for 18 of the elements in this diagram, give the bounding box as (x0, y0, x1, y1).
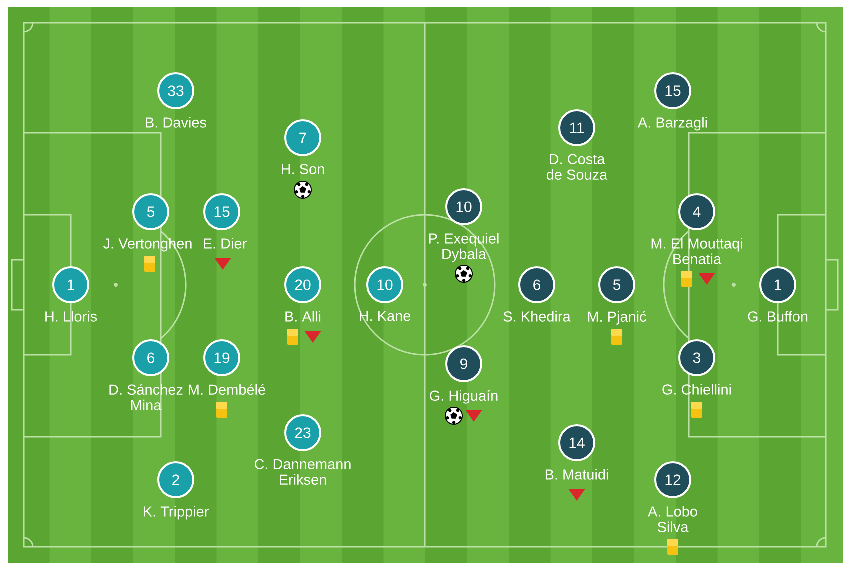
player-name: K. Trippier (144, 506, 209, 520)
player-name: B. Alli (286, 311, 321, 322)
player-name: D. Sánchez Mina (110, 384, 183, 411)
player-name: D. Costa de Souza (546, 154, 608, 180)
player-name: E. Dier (204, 238, 247, 249)
player-name: H. Lloris (46, 311, 98, 322)
player-name: H. Son (282, 164, 324, 174)
player-name: B. Matuidi (546, 469, 608, 480)
player-name: M. Dembélé (189, 384, 266, 396)
player-name: P. Exequiel Dybala (429, 233, 499, 262)
player-name: A. Lobo Silva (648, 506, 698, 532)
player-name: J. Vertonghen (103, 238, 192, 252)
player-name: C. Dannemann Eriksen (254, 459, 351, 485)
player-name: A. Barzagli (638, 117, 708, 131)
player-name: S. Khedira (504, 311, 571, 322)
player-name: B. Davies (146, 117, 206, 128)
player-name: M. Pjanić (588, 311, 646, 325)
player-name: G. Higuaín (430, 390, 498, 404)
